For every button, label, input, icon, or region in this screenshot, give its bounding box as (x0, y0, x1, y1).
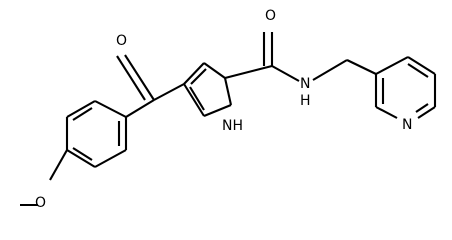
bond (271, 65, 300, 82)
bond (346, 59, 377, 75)
bond (124, 54, 155, 101)
carboxamide-group: O N H (224, 8, 348, 109)
bond (116, 55, 146, 101)
pyrrole-ring: NH (183, 62, 243, 134)
bond (49, 149, 68, 181)
bond (183, 83, 205, 117)
bond (189, 86, 205, 111)
chemical-structure-diagram: O O NH O N H (20, 8, 437, 211)
bond (190, 68, 207, 85)
bond (66, 100, 96, 118)
bond (153, 83, 185, 101)
bond (223, 77, 233, 106)
pyrrole-nh-label: NH (222, 118, 243, 134)
bond (417, 106, 436, 119)
bond (125, 99, 155, 118)
bond (407, 56, 436, 75)
bond (94, 100, 127, 118)
methoxyphenyl-group: O (20, 100, 128, 211)
bond (203, 62, 226, 79)
bond (66, 149, 96, 168)
pyridinylmethyl-group: N (346, 56, 437, 133)
bond (72, 107, 93, 121)
amide-h-label: H (300, 93, 311, 109)
ether-oxygen-label: O (35, 195, 46, 211)
bond (94, 149, 127, 168)
ketone-linker: O (116, 33, 185, 118)
amide-n-label: N (300, 76, 310, 92)
ketone-oxygen-label: O (116, 33, 127, 49)
bond (183, 62, 205, 85)
amide-oxygen-label: O (265, 8, 276, 24)
bond (72, 147, 93, 161)
bond (312, 59, 348, 81)
bond (203, 104, 232, 117)
bond (224, 64, 273, 80)
bond (375, 106, 398, 119)
pyridine-n-label: N (402, 117, 412, 133)
bond (375, 56, 409, 75)
bond (415, 103, 429, 113)
bond (407, 63, 429, 78)
